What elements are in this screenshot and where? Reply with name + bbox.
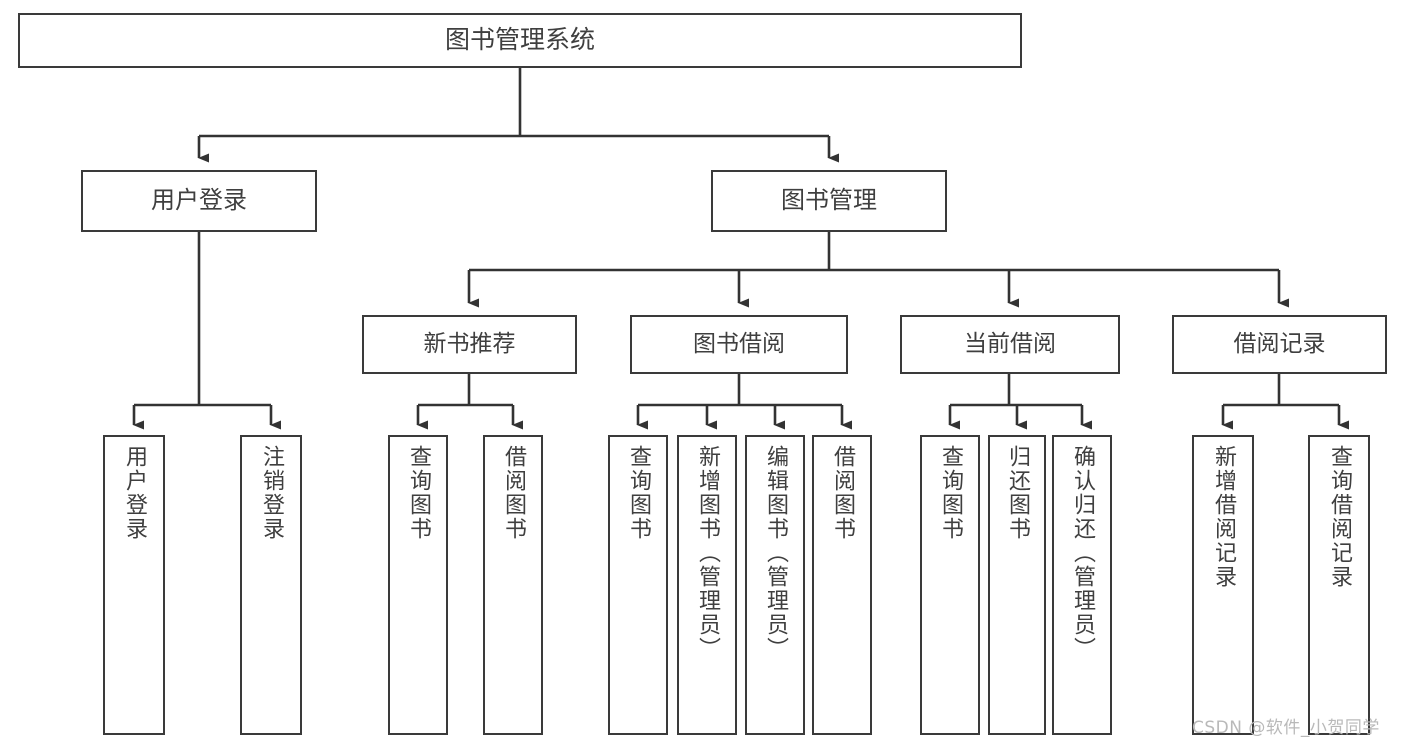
node-new-book-recommendation[interactable]: 新书推荐 [362,315,577,374]
leaf-return-book[interactable]: 归还图书 [988,435,1046,735]
leaf-logout[interactable]: 注销登录 [240,435,302,735]
node-label: 借阅图书 [501,445,526,541]
leaf-confirm-return-admin[interactable]: 确认归还（管理员） [1052,435,1112,735]
node-user-login[interactable]: 用户登录 [81,170,317,232]
leaf-borrow-book[interactable]: 借阅图书 [812,435,872,735]
leaf-borrow-book-recommend[interactable]: 借阅图书 [483,435,543,735]
node-label: 图书管理系统 [444,25,595,55]
node-label: 用户登录 [151,186,247,215]
node-label: 新书推荐 [423,331,516,358]
node-current-borrow[interactable]: 当前借阅 [900,315,1120,374]
node-label: 查询图书 [938,445,963,541]
node-book-management-system[interactable]: 图书管理系统 [18,13,1022,68]
node-label: 新增图书（管理员） [695,445,720,661]
node-borrow-record[interactable]: 借阅记录 [1172,315,1387,374]
node-label: 图书借阅 [693,331,785,358]
node-label: 借阅图书 [830,445,855,541]
leaf-add-borrow-record[interactable]: 新增借阅记录 [1192,435,1254,735]
node-label: 当前借阅 [964,331,1056,358]
node-label: 确认归还（管理员） [1070,445,1095,661]
leaf-edit-book-admin[interactable]: 编辑图书（管理员） [745,435,805,735]
leaf-user-login[interactable]: 用户登录 [103,435,165,735]
node-book-borrow[interactable]: 图书借阅 [630,315,848,374]
leaf-query-book-current[interactable]: 查询图书 [920,435,980,735]
node-label: 归还图书 [1005,445,1030,541]
node-label: 图书管理 [781,186,877,215]
node-label: 借阅记录 [1233,331,1326,358]
node-label: 查询借阅记录 [1327,445,1352,589]
node-label: 用户登录 [122,445,147,541]
node-label: 查询图书 [626,445,651,541]
leaf-add-book-admin[interactable]: 新增图书（管理员） [677,435,737,735]
node-book-management[interactable]: 图书管理 [711,170,947,232]
leaf-query-borrow-record[interactable]: 查询借阅记录 [1308,435,1370,735]
leaf-query-book-recommend[interactable]: 查询图书 [388,435,448,735]
node-label: 查询图书 [406,445,431,541]
leaf-query-book-borrow[interactable]: 查询图书 [608,435,668,735]
node-label: 注销登录 [259,445,284,541]
node-label: 编辑图书（管理员） [763,445,788,661]
node-label: 新增借阅记录 [1211,445,1236,589]
